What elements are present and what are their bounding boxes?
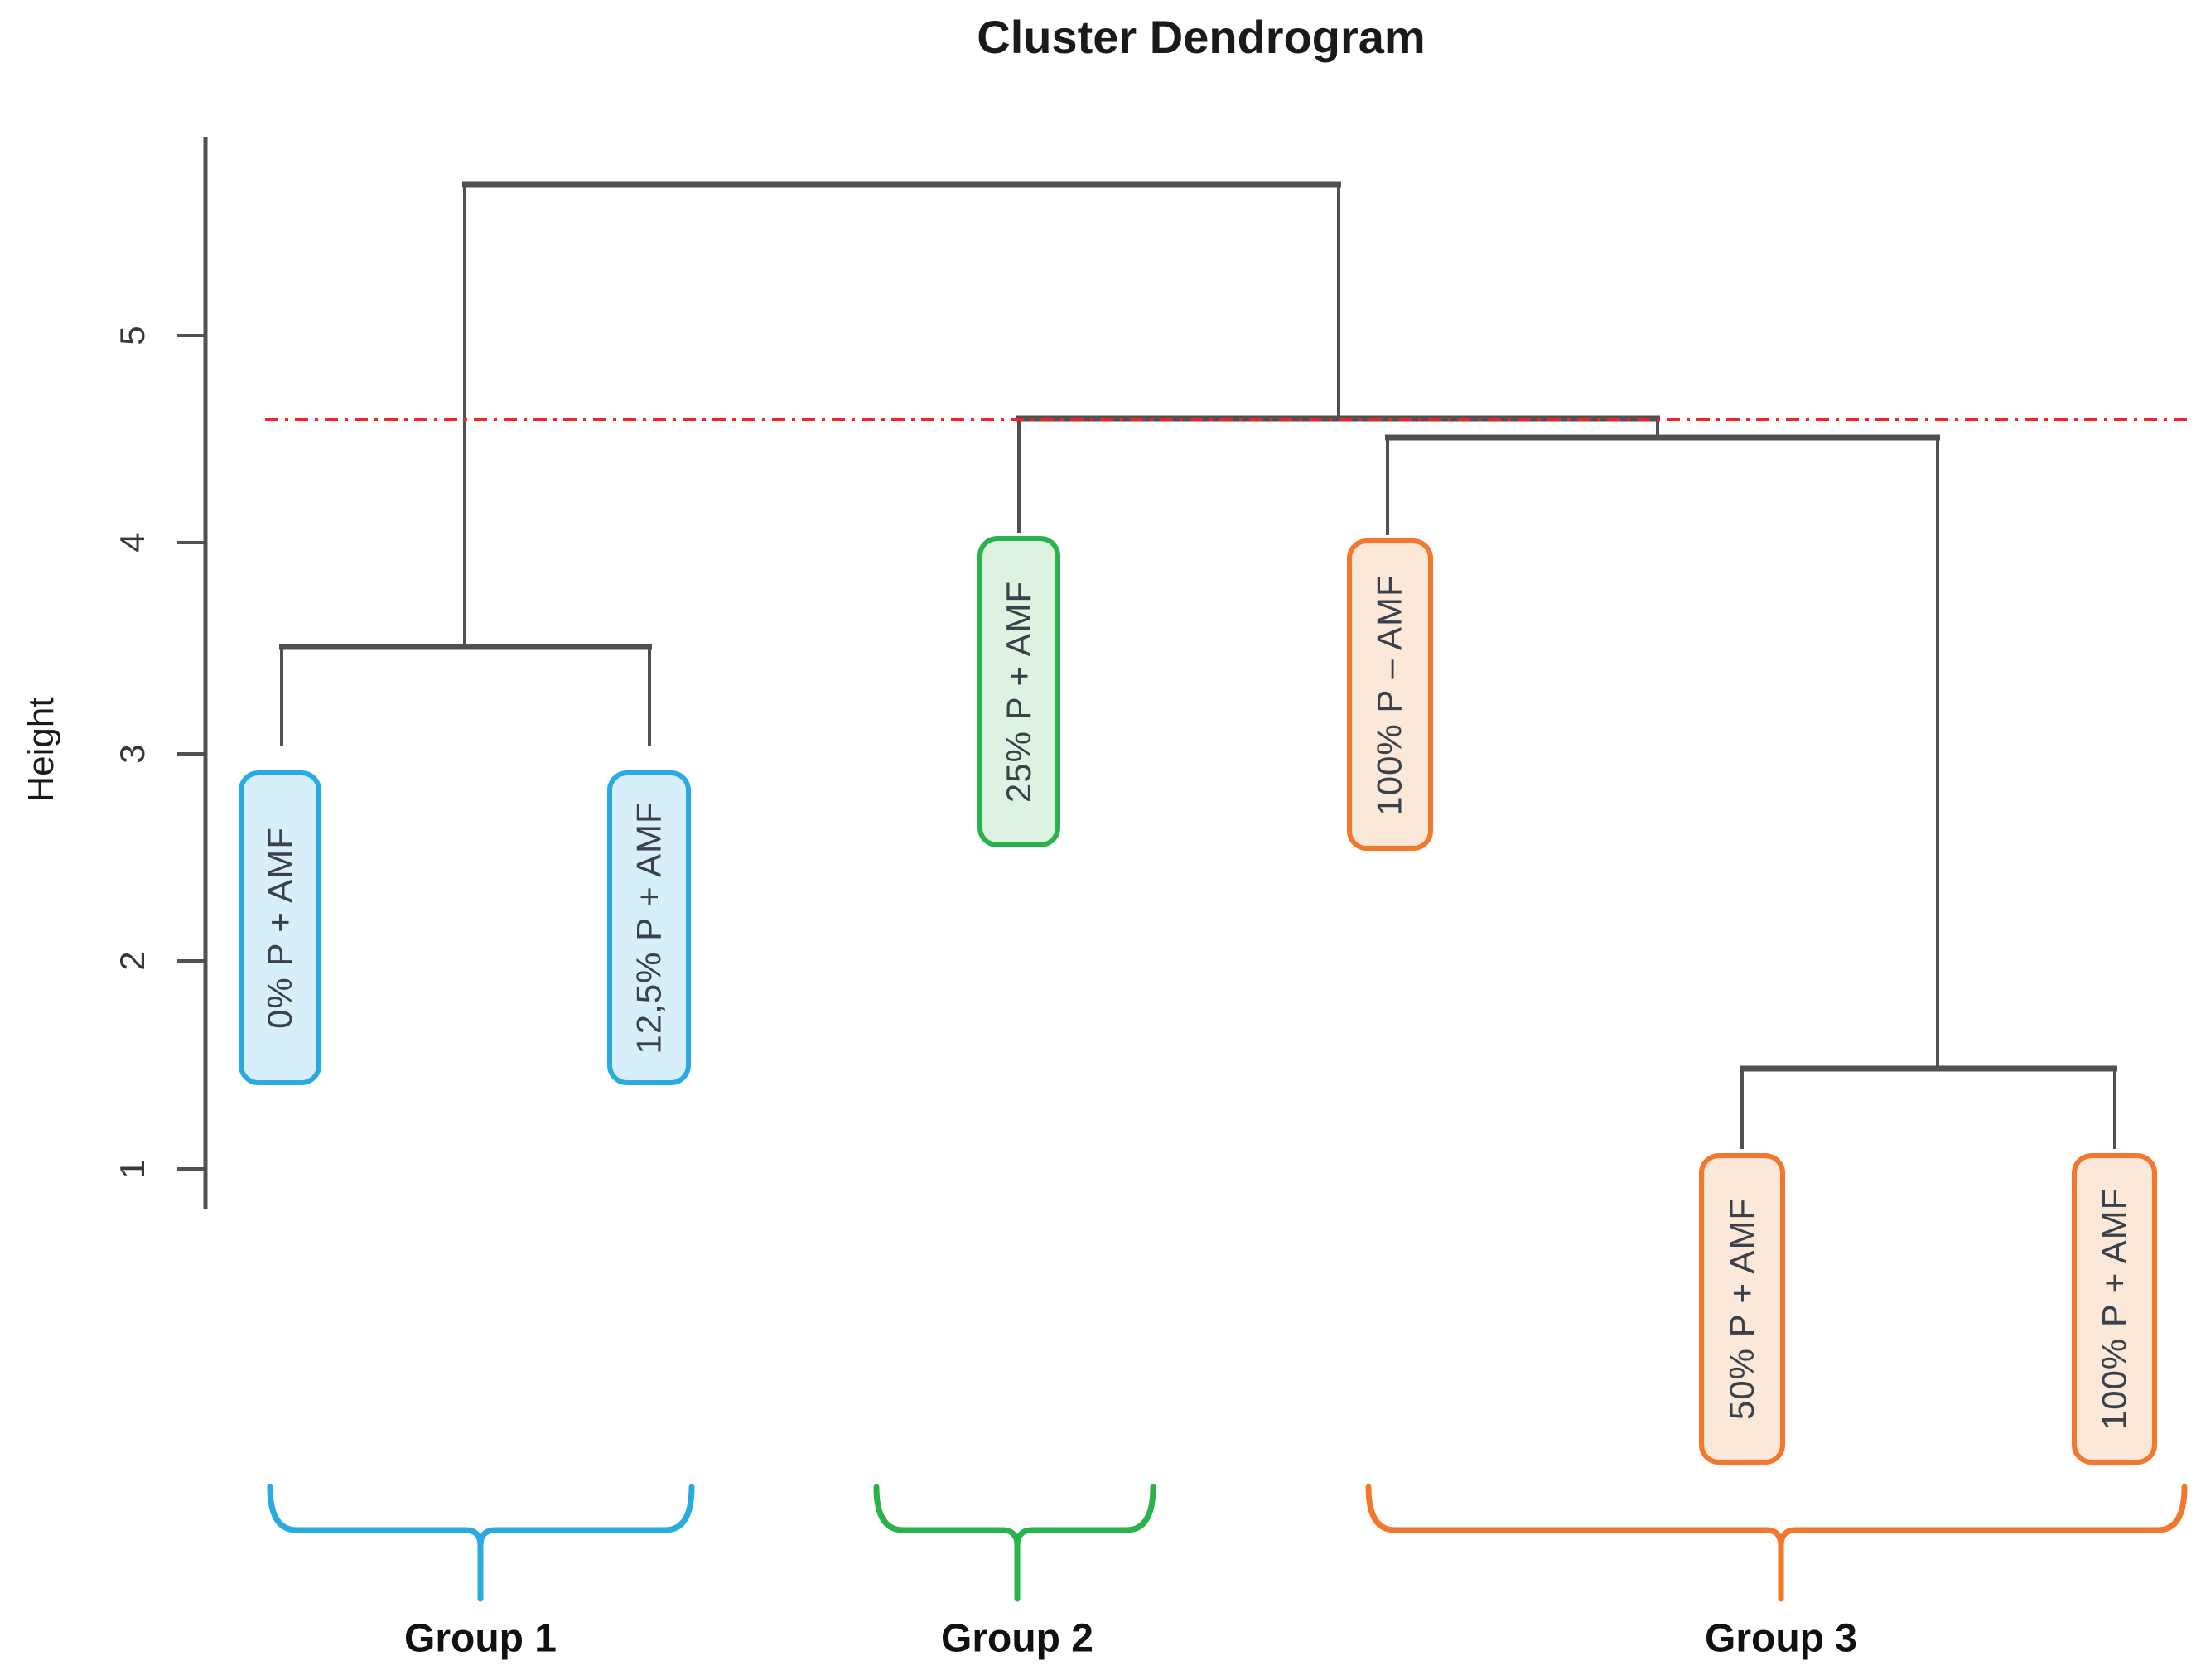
y-tick-3: 3 — [113, 744, 152, 764]
group3-brace — [1365, 1484, 2188, 1602]
chart-title: Cluster Dendrogram — [977, 11, 1426, 63]
y-tick-4: 4 — [113, 533, 152, 553]
leaf-box-12-5-percent-p-plus-amf: 12,5% P + AMF — [607, 770, 691, 1085]
leaf-label: 100% P – AMF — [1370, 573, 1410, 816]
leaf-box-50-percent-p-plus-amf: 50% P + AMF — [1699, 1153, 1785, 1465]
group3-label: Group 3 — [1704, 1616, 1858, 1661]
leaf-box-100-percent-p-plus-amf: 100% P + AMF — [2072, 1153, 2157, 1465]
group1-label: Group 1 — [403, 1616, 557, 1661]
y-tick-5: 5 — [113, 326, 152, 345]
leaf-box-100-percent-p-minus-amf: 100% P – AMF — [1347, 538, 1433, 851]
leaf-label: 0% P + AMF — [260, 827, 299, 1029]
group2-brace — [873, 1484, 1156, 1602]
y-axis-label: Height — [21, 697, 61, 803]
leaf-label: 25% P + AMF — [999, 580, 1039, 804]
y-tick-1: 1 — [113, 1159, 152, 1179]
group2-label: Group 2 — [940, 1616, 1094, 1661]
leaf-label: 100% P + AMF — [2094, 1187, 2134, 1431]
leaf-box-25-percent-p-plus-amf: 25% P + AMF — [977, 536, 1060, 847]
leaf-box-0-percent-p-plus-amf: 0% P + AMF — [239, 770, 321, 1085]
leaf-label: 12,5% P + AMF — [629, 801, 668, 1055]
y-tick-2: 2 — [113, 951, 152, 971]
group1-brace — [267, 1484, 695, 1602]
leaf-label: 50% P + AMF — [1722, 1197, 1762, 1421]
